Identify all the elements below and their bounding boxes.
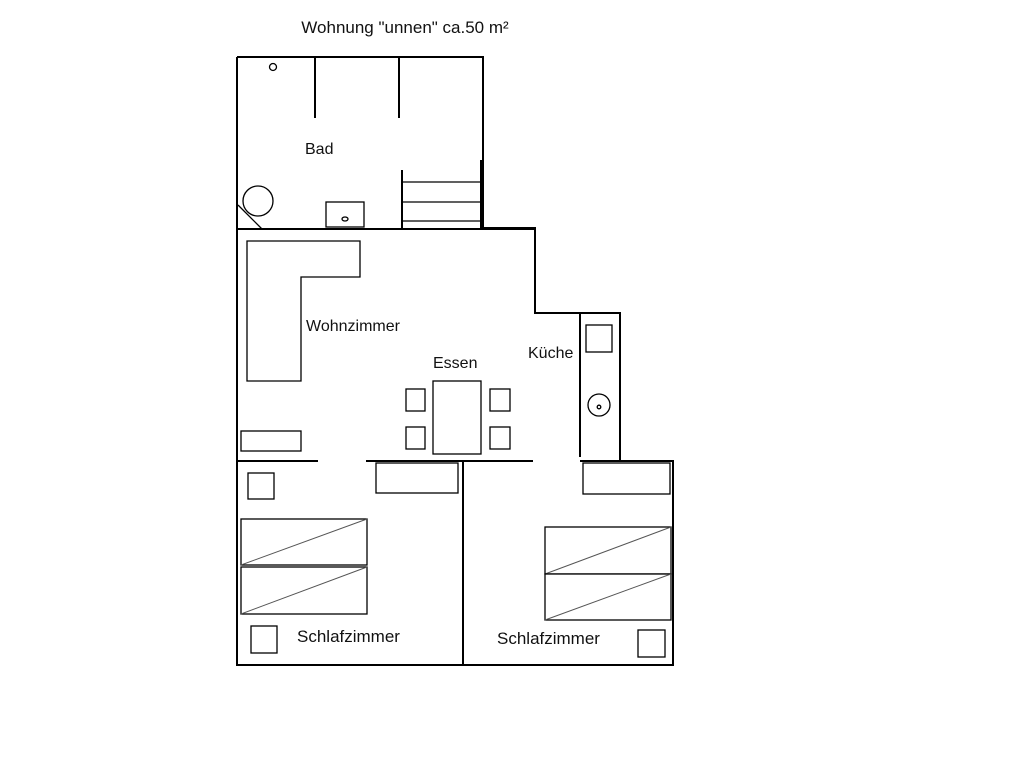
bed-left [240,518,368,615]
kitchen [579,313,613,457]
nightstand-right [637,629,666,658]
sideboard [240,430,302,452]
outer-walls [236,56,674,666]
chair-right-bottom [489,426,511,450]
room-label-bad: Bad [305,141,333,158]
nightstand-left-bottom [250,625,278,654]
plan-title: Wohnung "unnen" ca.50 m² [301,18,509,37]
room-label-wohnzimmer: Wohnzimmer [306,318,401,335]
dining-area [405,380,511,455]
chair-left-bottom [405,426,426,450]
stove-icon [585,324,613,353]
room-label-schlafzimmer-right: Schlafzimmer [497,629,600,648]
sink-icon [325,201,365,228]
chair-left-top [405,388,426,412]
wardrobe-right [582,462,671,495]
lamp-icon [268,62,278,72]
nightstand-left-top [247,472,275,500]
bathroom [237,57,535,230]
dining-table [432,380,482,455]
room-label-essen: Essen [433,355,477,372]
room-label-kueche: Küche [528,345,573,362]
bedroom-right [544,462,672,658]
bed-right [544,526,672,621]
corner-sofa [246,240,361,382]
bedroom-partition-walls [237,460,673,665]
living-room [240,240,361,452]
toilet-icon [237,185,274,230]
kitchen-sink-icon [587,393,611,417]
room-label-schlafzimmer-left: Schlafzimmer [297,627,400,646]
stairs-icon [401,160,482,229]
bedroom-left [240,462,459,654]
wardrobe-left [375,462,459,494]
chair-right-top [489,388,511,412]
